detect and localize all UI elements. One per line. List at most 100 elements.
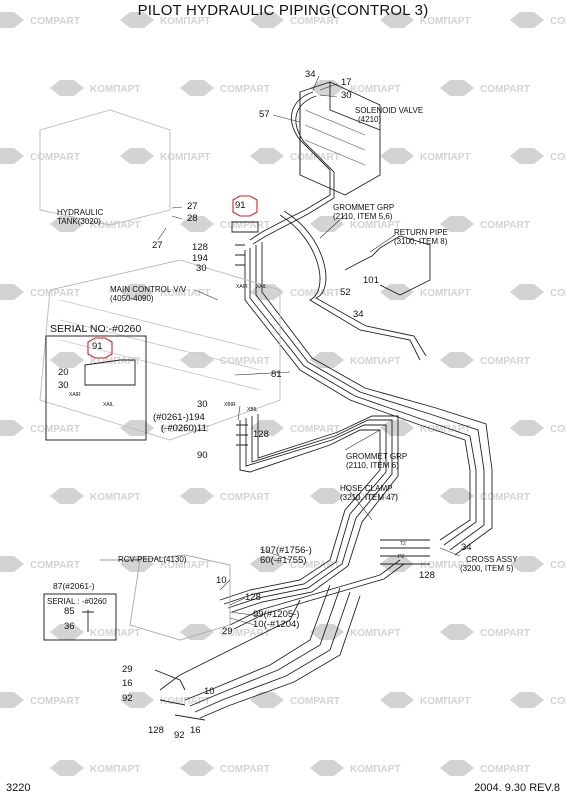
watermark-logo: COMPART [0, 556, 80, 572]
watermark-logo: KOMПAPT [380, 420, 471, 436]
page-title: PILOT HYDRAULIC PIPING(CONTROL 3) [137, 2, 429, 19]
watermark-text: COMPART [290, 152, 340, 163]
watermark-logo: COMPART [440, 488, 530, 504]
part-10-c: 10 [204, 686, 215, 697]
return-pipe [344, 235, 431, 296]
watermark-text: KOMПAPT [160, 16, 211, 27]
watermark-text: KOMПAPT [160, 696, 211, 707]
solenoid-valve-body [299, 81, 381, 196]
part-27b: 27 [152, 240, 163, 251]
label-cross-assy-ref: (3200, ITEM 5) [460, 564, 514, 573]
watermark-text: KOMПAPT [350, 356, 401, 367]
watermark-logo: KOMПAPT [120, 148, 211, 164]
watermark-logo: KOMПAPT [120, 692, 211, 708]
watermark-text: COMPART [220, 492, 270, 503]
watermark-logo: KOMПAPT [120, 284, 211, 300]
label-main-control-ref: (4050-4090) [110, 294, 154, 303]
part-91-box: 91 [92, 341, 103, 352]
watermark-logo: COMPART [510, 556, 566, 572]
watermark-text: COMPART [550, 424, 566, 435]
watermark-logo: COMPART [440, 352, 530, 368]
watermark-text: KOMПAPT [420, 152, 471, 163]
watermark-text: COMPART [550, 16, 566, 27]
watermark-logo: KOMПAPT [310, 624, 401, 640]
rcv-pedal-body [129, 554, 231, 641]
watermark-text: COMPART [480, 84, 530, 95]
part-60: 60(-#1755) [260, 555, 307, 566]
watermark-text: COMPART [480, 764, 530, 775]
watermark-logo: KOMПAPT [120, 12, 211, 28]
label-grommet-grp-2-ref: (2110, ITEM 6) [346, 461, 399, 470]
watermark-text: COMPART [550, 560, 566, 571]
watermark-text: COMPART [220, 84, 270, 95]
watermark-logo: COMPART [250, 556, 340, 572]
part-101: 101 [363, 275, 379, 286]
part-90: 90 [197, 450, 208, 461]
watermark-text: COMPART [290, 288, 340, 299]
part-20: 20 [58, 367, 69, 378]
part-194: 194 [192, 253, 208, 264]
serial-box-1-title: SERIAL NO:-#0260 [50, 323, 142, 335]
part-28: 28 [187, 213, 198, 224]
watermark-logo: KOMПAPT [380, 284, 471, 300]
watermark-text: COMPART [290, 560, 340, 571]
watermark-text: KOMПAPT [90, 84, 141, 95]
watermark-text: COMPART [480, 220, 530, 231]
port-p2: P2 [398, 554, 405, 560]
label-return-pipe-ref: (3100, ITEM 8) [394, 237, 448, 246]
watermark-text: COMPART [290, 16, 340, 27]
watermark-logo: KOMПAPT [310, 216, 401, 232]
part-17: 17 [341, 77, 352, 88]
watermark-logo: KOMПAPT [380, 12, 471, 28]
watermark-text: KOMПAPT [90, 220, 141, 231]
label-hose-clamp: HOSE CLAMP [340, 484, 393, 493]
watermark-text: COMPART [30, 560, 80, 571]
watermark-text: KOMПAPT [90, 356, 141, 367]
part-30-box: 30 [58, 380, 69, 391]
watermark-text: COMPART [30, 696, 80, 707]
label-grommet-grp-2: GROMMET GRP [346, 452, 408, 461]
watermark-logo: KOMПAPT [310, 488, 401, 504]
watermark-text: COMPART [220, 764, 270, 775]
watermark-logo: KOMПAPT [50, 488, 141, 504]
serial-box-2-line2: SERIAL : -#0260 [47, 597, 107, 606]
label-main-control: MAIN CONTROL V/V [110, 285, 187, 294]
part-36: 36 [64, 621, 75, 632]
watermark-text: KOMПAPT [420, 16, 471, 27]
label-rcv-pedal: RCV-PEDAL(4130) [118, 555, 187, 564]
watermark-logo: KOMПAPT [380, 148, 471, 164]
footer-page-number: 3220 [6, 782, 31, 794]
watermark-logo: COMPART [250, 12, 340, 28]
part-34-top: 34 [305, 69, 316, 80]
part-10-a: 10 [216, 575, 227, 586]
watermark-text: KOMПAPT [350, 764, 401, 775]
watermark-text: KOMПAPT [350, 492, 401, 503]
watermark-text: COMPART [550, 696, 566, 707]
watermark-text: COMPART [220, 220, 270, 231]
label-return-pipe: RETURN PIPE [394, 228, 448, 237]
watermark-text: COMPART [480, 628, 530, 639]
part-27a: 27 [187, 201, 198, 212]
port-xail-2: XAIL [103, 402, 114, 408]
watermark-text: COMPART [30, 152, 80, 163]
watermark-logo: COMPART [250, 284, 340, 300]
port-xair-1: XAIR [236, 284, 248, 290]
serial-box-2-frame [43, 593, 117, 641]
watermark-text: KOMПAPT [160, 560, 211, 571]
part-92-b: 92 [174, 730, 185, 741]
part-0261-194: (#0261-)194 [153, 412, 205, 423]
watermark-logo: COMPART [180, 624, 270, 640]
hose-57 [249, 91, 331, 241]
watermark-logo: COMPART [180, 488, 270, 504]
serial-box-2-line1: 87(#2061-) [53, 581, 95, 591]
part-197: 197(#1756-) [260, 545, 312, 556]
part-34-b: 34 [353, 309, 364, 320]
watermark-text: KOMПAPT [90, 628, 141, 639]
label-hose-clamp-ref: (3210, ITEM 47) [340, 493, 398, 502]
hydraulic-tank-body [39, 109, 171, 226]
watermark-text: KOMПAPT [420, 560, 471, 571]
part-81: 81 [271, 369, 282, 380]
watermark-text: COMPART [30, 424, 80, 435]
